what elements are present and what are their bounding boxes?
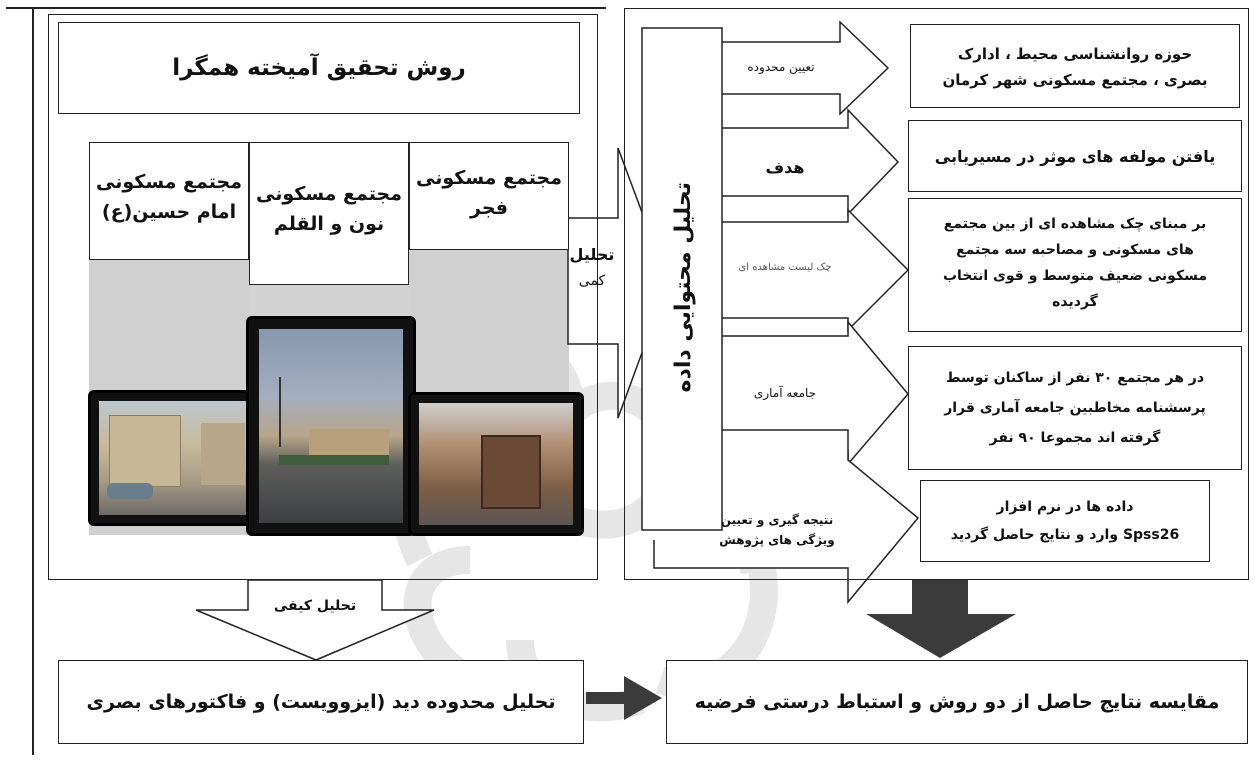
- column-header-fajr: مجتمع مسکونی فجر: [409, 142, 569, 250]
- box-checklist-line3: مسکونی ضعیف متوسط و قوی انتخاب: [942, 268, 1208, 284]
- arrow-goal: [722, 108, 900, 216]
- arrow-label-conclusion: نتیجه گیری و تعیین ویژگی های پژوهش: [702, 510, 852, 550]
- box-scope-line2: بصری ، مجتمع مسکونی شهر کرمان: [942, 71, 1208, 89]
- column-header-line2: فجر: [470, 197, 508, 219]
- box-software: داده ها در نرم افزار Spss26 وارد و نتایج…: [920, 480, 1210, 562]
- left-panel-frame: [48, 14, 598, 580]
- photo-imam-hossein: [88, 390, 260, 526]
- box-software-line2: Spss26 وارد و نتایج حاصل گردید: [950, 527, 1180, 543]
- box-checklist-line1: بر مبنای چک مشاهده ای از بین مجتمع: [943, 216, 1207, 232]
- qual-arrow: [195, 579, 435, 661]
- box-software-line1: داده ها در نرم افزار: [996, 499, 1134, 515]
- conclusion-line2: ویژگی های پژوهش: [719, 533, 835, 547]
- box-checklist: بر مبنای چک مشاهده ای از بین مجتمع های م…: [908, 198, 1242, 332]
- photo-fajr: [408, 392, 584, 536]
- arrow-scope: [722, 20, 890, 116]
- right-panel-frame: [624, 8, 1249, 580]
- box-population-line1: در هر مجتمع ۳۰ نفر از ساکنان توسط: [945, 370, 1205, 386]
- method-title-box: روش تحقیق آمیخته همگرا: [58, 22, 580, 114]
- qual-arrow-label: تحلیل کیفی: [273, 598, 357, 614]
- photo-noon-valghalam: [246, 316, 416, 536]
- arrow-label-checklist: چک لیست مشاهده ای: [738, 262, 832, 273]
- box-checklist-line4: گردیده: [1052, 294, 1098, 310]
- column-header-imam-hossein: مجتمع مسکونی امام حسین(ع): [89, 142, 249, 260]
- vertical-content-analysis-label: تحلیل محتوایی داده: [671, 182, 696, 393]
- column-header-noon-valghalam: مجتمع مسکونی نون و القلم: [249, 142, 409, 285]
- arrow-label-scope: تعیین محدوده: [747, 60, 815, 74]
- arrow-label-goal: هدف: [765, 158, 805, 177]
- box-population-line2: پرسشنامه مخاطبین جامعه آماری قرار: [944, 400, 1206, 416]
- conclusion-line1: نتیجه گیری و تعیین: [720, 513, 834, 527]
- box-checklist-line2: های مسکونی و مصاحبه سه مجتمع: [956, 242, 1194, 258]
- bottom-left-box: تحلیل محدوده دید (ایزوویست) و فاکتورهای …: [58, 660, 584, 744]
- column-header-line2: امام حسین(ع): [101, 201, 237, 223]
- column-header-line1: مجتمع مسکونی: [96, 171, 242, 193]
- box-goal: یافتن مولفه های موثر در مسیریابی: [908, 120, 1242, 192]
- box-scope-line1: حوزه روانشناسی محیط ، ادارک: [957, 45, 1193, 63]
- dark-right-arrow: [586, 676, 662, 720]
- column-header-line1: مجتمع مسکونی: [256, 183, 402, 205]
- dark-down-arrow: [866, 580, 1016, 658]
- arrow-label-population: جامعه آماری: [753, 386, 817, 400]
- quant-label-line2: کمی: [578, 273, 606, 289]
- box-scope: حوزه روانشناسی محیط ، ادارک بصری ، مجتمع…: [910, 24, 1240, 108]
- column-header-line2: نون و القلم: [273, 213, 385, 235]
- vertical-label-box: [641, 27, 723, 531]
- quant-arrow-label: تحلیل کمی: [566, 242, 618, 294]
- bottom-right-box: مقایسه نتایج حاصل از دو روش و استباط درس…: [666, 660, 1248, 744]
- box-population-line3: گرفته اند مجموعا ۹۰ نفر: [989, 430, 1161, 446]
- quant-label-line1: تحلیل: [569, 245, 615, 264]
- column-header-line1: مجتمع مسکونی: [416, 167, 562, 189]
- method-title: روش تحقیق آمیخته همگرا: [172, 55, 466, 81]
- box-population: در هر مجتمع ۳۰ نفر از ساکنان توسط پرسشنا…: [908, 346, 1242, 470]
